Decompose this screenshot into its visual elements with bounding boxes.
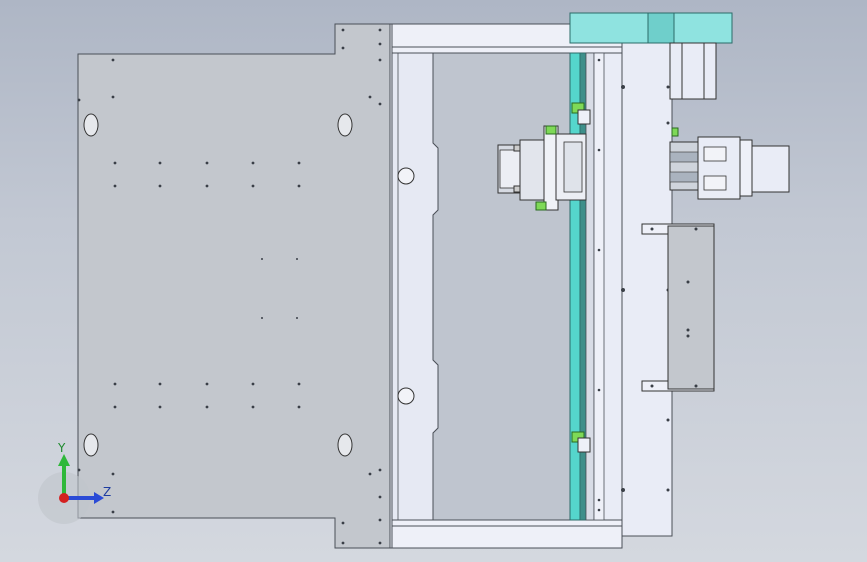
mounting-bracket[interactable] (641, 223, 715, 392)
top-motor[interactable] (569, 12, 733, 100)
side-actuator[interactable] (669, 127, 790, 200)
right-side-plate[interactable] (621, 39, 673, 537)
carriage-gripper[interactable] (497, 125, 587, 211)
coordinate-triad (38, 454, 104, 524)
limit-sensor-top[interactable] (571, 102, 591, 125)
linear-rail[interactable] (569, 52, 605, 521)
limit-sensor-bottom[interactable] (571, 431, 591, 453)
z-axis-label: Z (103, 485, 112, 499)
y-axis-label: Y (58, 441, 66, 455)
x-axis-point (59, 493, 69, 503)
base-plate[interactable] (77, 23, 391, 549)
